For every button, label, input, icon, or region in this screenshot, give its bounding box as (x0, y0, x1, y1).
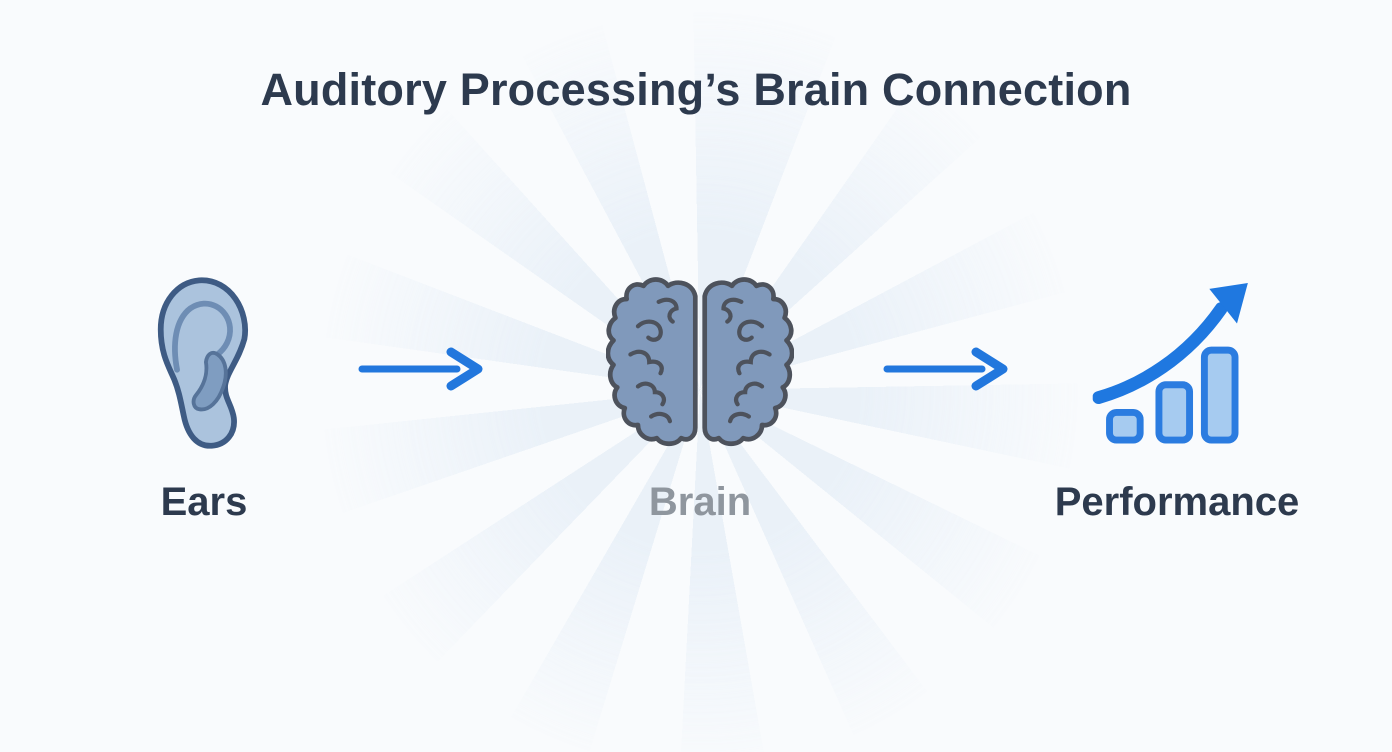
brain-icon (606, 264, 794, 454)
node-ears: Ears (154, 264, 254, 525)
node-label-brain: Brain (648, 480, 752, 524)
node-label-ears: Ears (160, 480, 248, 524)
radial-burst-background (320, 10, 1080, 752)
growth-chart-icon (1093, 264, 1261, 454)
node-performance: Performance (1054, 264, 1300, 525)
node-brain: Brain (606, 264, 794, 525)
node-label-performance: Performance (1054, 480, 1300, 524)
page-title: Auditory Processing’s Brain Connection (260, 64, 1132, 115)
arrow-right-icon (883, 347, 1008, 391)
arrow-right-icon (358, 347, 483, 391)
ear-icon (154, 264, 254, 454)
